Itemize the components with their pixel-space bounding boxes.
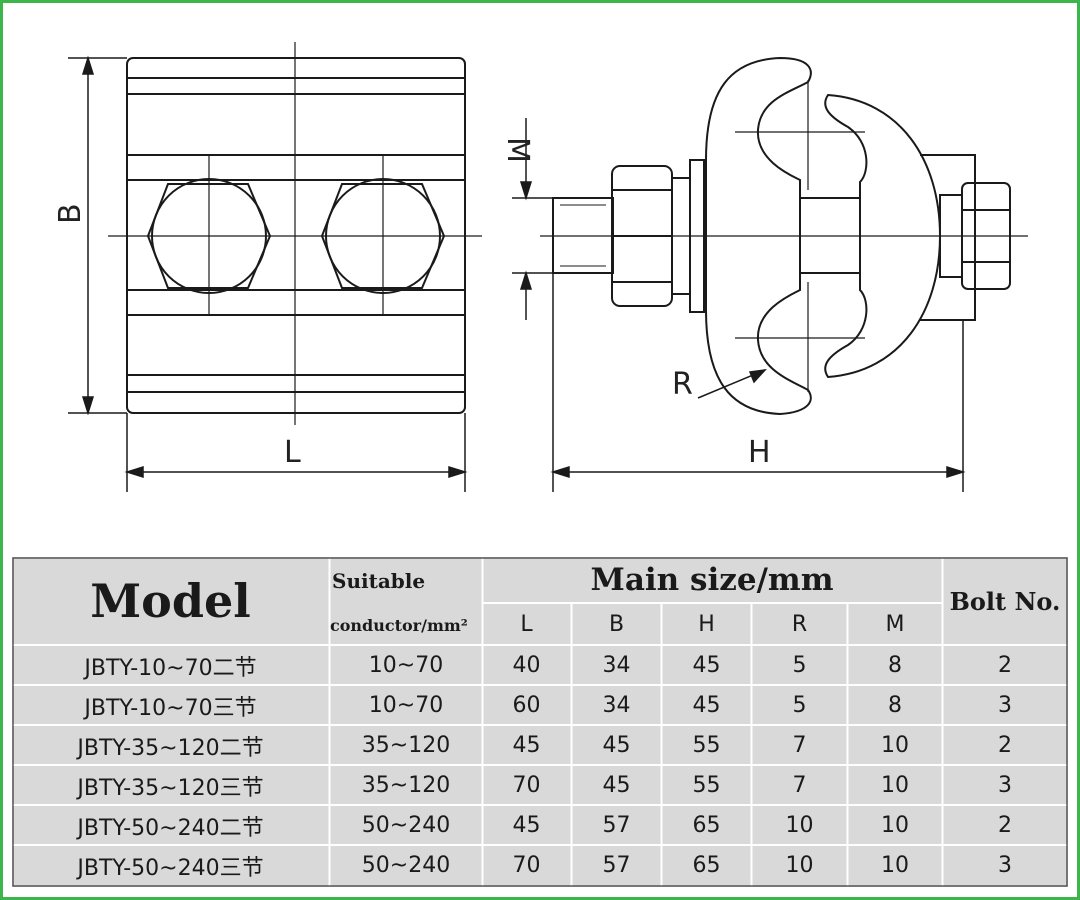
- table-cell-h: 55: [692, 773, 721, 798]
- table-cell-bolt: 2: [998, 813, 1012, 838]
- header-model: Model: [90, 574, 251, 628]
- table-cell-b: 34: [602, 653, 631, 678]
- table-cell-h: 45: [692, 693, 721, 718]
- dimension-r: [697, 368, 767, 399]
- table-border: [12, 557, 1068, 887]
- table-cell-bolt: 3: [998, 773, 1012, 798]
- table-grid: [12, 557, 1068, 887]
- subheader-m: M: [885, 611, 905, 637]
- spec-table: Model Suitable conductor/mm² Main size/m…: [12, 557, 1068, 887]
- table-cell-conductor: 35~120: [361, 773, 451, 798]
- table-cell-conductor: 10~70: [368, 653, 444, 678]
- table-cell-conductor: 50~240: [361, 813, 451, 838]
- subheader-b: B: [608, 611, 625, 637]
- subheader-h: H: [698, 611, 715, 637]
- table-cell-bolt: 2: [998, 733, 1012, 758]
- table-cell-conductor: 35~120: [361, 733, 451, 758]
- header-conductor-line1: Suitable: [332, 569, 426, 593]
- table-cell-b: 45: [602, 733, 631, 758]
- table-cell-b: 57: [602, 853, 631, 878]
- table-cell-m: 10: [881, 773, 909, 798]
- label-b: B: [53, 203, 88, 224]
- table-cell-model: JBTY-10~70三节: [84, 695, 257, 721]
- table-cell-conductor: 50~240: [361, 853, 451, 878]
- table-cell-m: 10: [881, 813, 909, 838]
- table-cell-l: 40: [512, 653, 541, 678]
- table-cell-h: 55: [692, 733, 721, 758]
- label-h: H: [748, 435, 771, 470]
- table-cell-h: 45: [692, 653, 721, 678]
- table-cell-bolt: 3: [998, 853, 1012, 878]
- c-clamp-jaw: [824, 93, 942, 379]
- header-main-size: Main size/mm: [590, 562, 834, 598]
- side-view: [552, 56, 1011, 416]
- table-cell-m: 8: [888, 693, 902, 718]
- table-cell-m: 8: [888, 653, 902, 678]
- table-cell-model: JBTY-50~240三节: [77, 855, 264, 881]
- subheader-r: R: [791, 611, 808, 637]
- dimension-m: [512, 118, 553, 320]
- table-cell-r: 5: [792, 653, 807, 678]
- dimension-b: [68, 55, 127, 416]
- header-conductor-line2: conductor/mm²: [330, 615, 468, 635]
- label-l: L: [284, 435, 301, 470]
- table-cell-model: JBTY-10~70二节: [84, 655, 257, 681]
- table-cell-b: 34: [602, 693, 631, 718]
- table-cell-r: 10: [785, 853, 814, 878]
- technical-drawing: B L M R H: [53, 42, 1028, 492]
- table-cell-model: JBTY-35~120三节: [77, 775, 264, 801]
- dimension-l: [124, 413, 468, 492]
- table-cell-r: 10: [785, 813, 814, 838]
- label-r: R: [672, 367, 693, 402]
- table-cell-l: 45: [512, 733, 541, 758]
- table-cell-model: JBTY-50~240二节: [77, 815, 264, 841]
- table-cell-m: 10: [881, 733, 909, 758]
- table-cell-r: 7: [792, 773, 807, 798]
- table-cell-r: 5: [792, 693, 807, 718]
- table-cell-l: 70: [512, 773, 541, 798]
- header-bolt-no: Bolt No.: [949, 586, 1061, 616]
- table-cell-b: 57: [602, 813, 631, 838]
- c-clamp-body: [705, 56, 812, 416]
- table-cell-l: 70: [512, 853, 541, 878]
- table-cell-r: 7: [792, 733, 807, 758]
- label-m: M: [500, 137, 535, 163]
- table-cell-m: 10: [881, 853, 909, 878]
- table-cell-conductor: 10~70: [368, 693, 444, 718]
- table-cell-model: JBTY-35~120二节: [77, 735, 264, 761]
- table-cell-bolt: 3: [998, 693, 1012, 718]
- table-cell-l: 45: [512, 813, 541, 838]
- table-cell-b: 45: [602, 773, 631, 798]
- table-cell-h: 65: [692, 853, 721, 878]
- table-cell-bolt: 2: [998, 653, 1012, 678]
- subheader-l: L: [520, 611, 533, 637]
- dimension-h: [550, 273, 966, 492]
- table-cell-h: 65: [692, 813, 721, 838]
- table-cell-l: 60: [512, 693, 541, 718]
- table-background: [12, 557, 1068, 887]
